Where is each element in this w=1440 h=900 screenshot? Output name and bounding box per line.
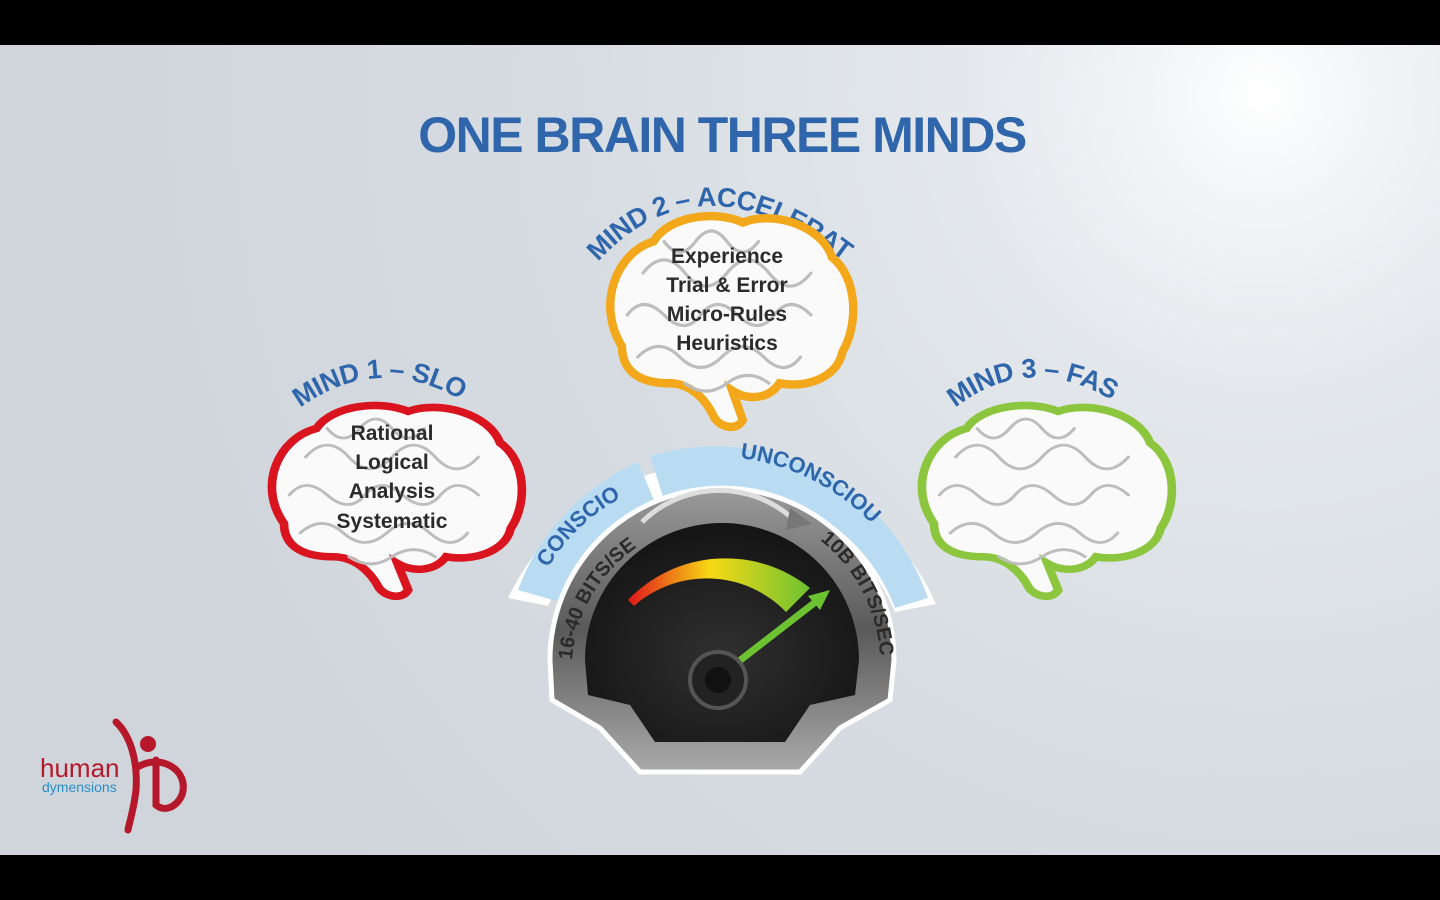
mind-1-trait: Rational [351, 422, 434, 445]
brain-green-icon [922, 405, 1172, 596]
mind-2-trait: Trial & Error [666, 274, 787, 297]
mind-1-label: MIND 1 – SLOW [0, 45, 471, 413]
mind-2-trait: Heuristics [676, 332, 778, 355]
mind-3-label: MIND 3 – FAST [0, 45, 1123, 413]
gauge-needle [722, 597, 821, 675]
logo-subtext: dymensions [42, 779, 117, 795]
mind-1-trait: Analysis [349, 480, 435, 503]
logo-text: human [40, 753, 120, 783]
mind-2-trait: Micro-Rules [667, 303, 787, 326]
slide-title: ONE BRAIN THREE MINDS [418, 107, 1026, 163]
slide: ONE BRAIN THREE MINDS MIND 1 – SLOW Rati… [0, 45, 1440, 855]
arrow-right-icon [786, 508, 812, 530]
mind-2-trait: Experience [671, 245, 783, 268]
gauge-scale [628, 558, 810, 612]
diagram: ONE BRAIN THREE MINDS MIND 1 – SLOW Rati… [0, 45, 1440, 834]
mind-1-trait: Logical [355, 451, 429, 474]
conscious-band [518, 462, 656, 602]
human-dymensions-logo: human dymensions [40, 718, 187, 834]
mind-1-trait: Systematic [337, 510, 448, 533]
